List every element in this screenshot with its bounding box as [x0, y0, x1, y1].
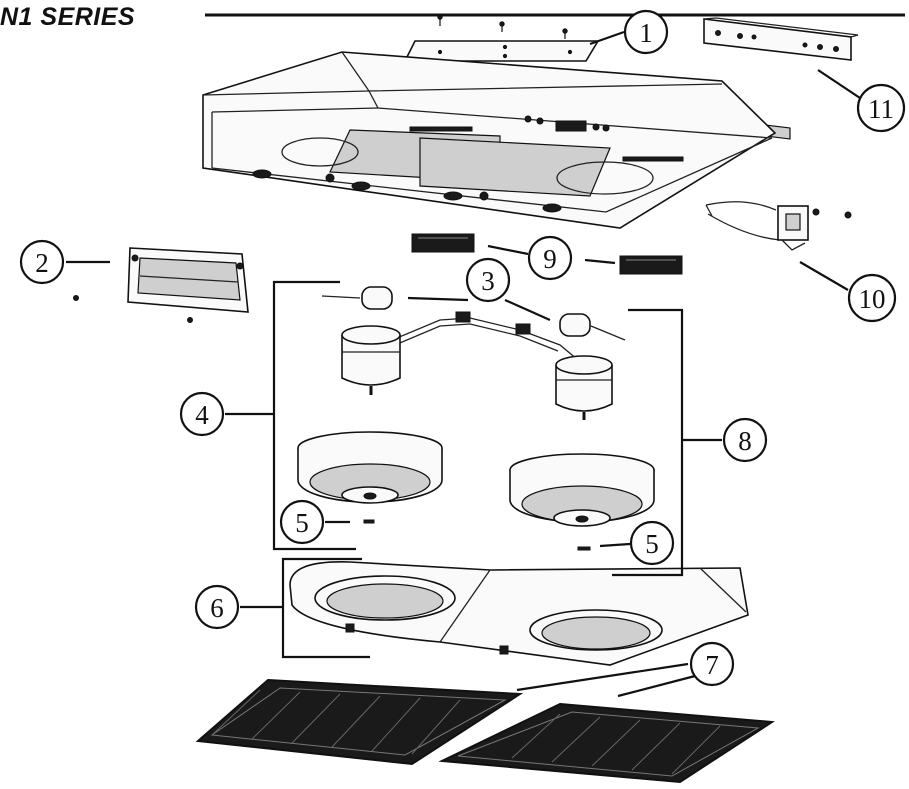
svg-text:7: 7: [705, 650, 719, 680]
part-1-cover-plate: [403, 14, 600, 62]
leader-1: [589, 30, 625, 46]
blower-wheel-right: [509, 453, 655, 527]
callout-9: 9: [527, 235, 573, 281]
leader-7a: [516, 662, 689, 692]
svg-text:5: 5: [295, 508, 309, 538]
svg-text:5: 5: [645, 529, 659, 559]
svg-text:10: 10: [859, 284, 886, 314]
callout-5-left: 5: [279, 499, 325, 545]
blower-wheel-left: [297, 431, 443, 504]
leader-5b: [599, 542, 631, 548]
svg-text:11: 11: [868, 94, 894, 124]
callout-10: 10: [847, 273, 897, 323]
callout-11: 11: [856, 83, 906, 133]
leader-11: [817, 69, 861, 99]
svg-text:9: 9: [543, 244, 557, 274]
callout-8: 8: [722, 417, 768, 463]
svg-text:8: 8: [738, 426, 752, 456]
callout-1: 1: [623, 9, 669, 55]
leader-7b: [617, 674, 696, 698]
part-6-blower-housing: [289, 561, 749, 666]
svg-text:6: 6: [210, 593, 224, 623]
callout-7: 7: [689, 641, 735, 687]
callout-2: 2: [19, 239, 65, 285]
svg-text:2: 2: [35, 248, 49, 278]
leader-10: [799, 261, 849, 291]
part-5-nut-right: [577, 546, 591, 551]
part-7-grease-filters: [195, 678, 775, 784]
part-2-duct-connector: [73, 247, 249, 323]
part-9-light-modules: [411, 233, 683, 275]
callout-3: 3: [465, 257, 511, 303]
leader-9a: [487, 244, 529, 256]
part-10-power-assembly: [705, 201, 852, 251]
callout-4: 4: [179, 391, 225, 437]
leader-9b: [584, 258, 616, 265]
svg-text:4: 4: [195, 400, 209, 430]
part-8-motor-right: [555, 355, 613, 420]
bracket-4: [272, 280, 356, 551]
bracket-8: [612, 308, 684, 577]
leader-3a: [407, 296, 469, 302]
range-hood-housing: [202, 51, 777, 229]
series-title: N1 SERIES: [0, 3, 136, 31]
part-4-motor-left: [341, 325, 401, 395]
part-5-nut-left: [363, 519, 375, 524]
part-3-capacitors: [321, 286, 626, 341]
leader-3b: [504, 298, 551, 322]
svg-text:1: 1: [639, 18, 653, 48]
callout-5-right: 5: [629, 520, 675, 566]
callout-6: 6: [194, 584, 240, 630]
svg-text:3: 3: [481, 266, 495, 296]
